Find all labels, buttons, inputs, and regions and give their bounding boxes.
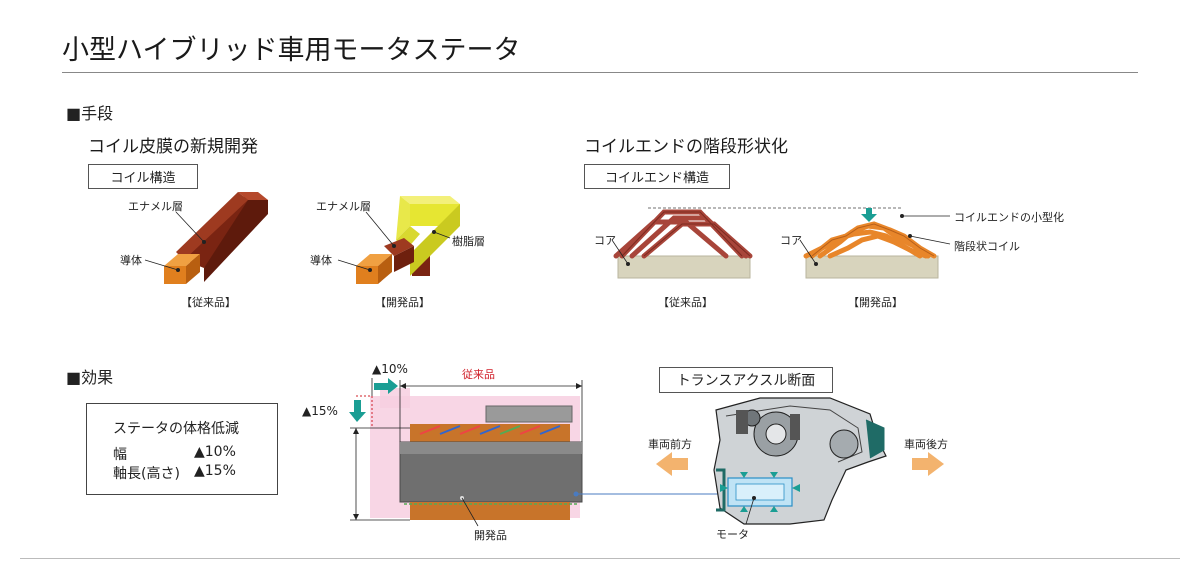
coil-end-structure-label: コイルエンド構造 xyxy=(584,164,730,189)
conventional-caption-right: 【従来品】 xyxy=(658,296,713,309)
enamel-layer-label-dev: エナメル層 xyxy=(316,200,371,213)
transaxle-cross-section xyxy=(713,397,887,525)
stepped-coil-note: 階段状コイル xyxy=(954,240,1020,253)
teal-down-arrow-icon xyxy=(349,400,366,422)
effect-width-value: ▲10% xyxy=(194,444,236,460)
teal-down-arrow-icon xyxy=(866,208,872,214)
coil-end-subtitle: コイルエンドの階段形状化 xyxy=(584,137,788,157)
coil-structure-label: コイル構造 xyxy=(88,164,198,189)
developed-caption-right: 【開発品】 xyxy=(848,296,903,309)
teal-right-arrow-icon xyxy=(374,378,398,394)
method-heading: ■手段 xyxy=(66,104,114,123)
orange-right-arrow-icon xyxy=(912,452,944,476)
page-title: 小型ハイブリッド車用モータステータ xyxy=(62,35,521,66)
orange-left-arrow-icon xyxy=(656,452,688,476)
bottom-divider xyxy=(20,558,1180,559)
core-label-dev: コア xyxy=(780,234,802,247)
coil-end-miniaturize-note: コイルエンドの小型化 xyxy=(954,211,1064,224)
conventional-stator-label: 従来品 xyxy=(462,368,495,381)
developed-stator-label: 開発品 xyxy=(474,529,507,542)
conventional-caption-left: 【従来品】 xyxy=(181,296,236,309)
effect-height-value: ▲15% xyxy=(194,463,236,479)
core-label-conv: コア xyxy=(594,234,616,247)
effect-summary-title: ステータの体格低減 xyxy=(113,421,239,437)
effect-summary-box xyxy=(86,403,278,495)
title-divider xyxy=(62,72,1138,73)
conventional-coil-end xyxy=(613,207,902,279)
enamel-layer-label-conv: エナメル層 xyxy=(128,200,183,213)
developed-caption-left: 【開発品】 xyxy=(375,296,430,309)
resin-layer-label: 樹脂層 xyxy=(452,235,485,248)
developed-coil-wire xyxy=(356,196,460,284)
vehicle-front-label: 車両前方 xyxy=(648,438,692,451)
developed-stator xyxy=(399,405,583,527)
developed-coil-end xyxy=(803,208,939,279)
transaxle-section-label: トランスアクスル断面 xyxy=(659,367,833,393)
motor-label: モータ xyxy=(716,528,749,541)
vehicle-rear-label: 車両後方 xyxy=(904,438,948,451)
effect-heading: ■効果 xyxy=(66,368,114,387)
conventional-coil-wire xyxy=(164,192,268,284)
conductor-label-conv: 導体 xyxy=(120,254,142,267)
width-reduction-label: ▲10% xyxy=(372,362,408,376)
coil-film-subtitle: コイル皮膜の新規開発 xyxy=(88,137,258,157)
effect-width-label: 幅 xyxy=(113,447,127,463)
effect-height-label: 軸長(高さ) xyxy=(113,466,180,482)
conductor-label-dev: 導体 xyxy=(310,254,332,267)
height-reduction-label: ▲15% xyxy=(302,404,338,418)
